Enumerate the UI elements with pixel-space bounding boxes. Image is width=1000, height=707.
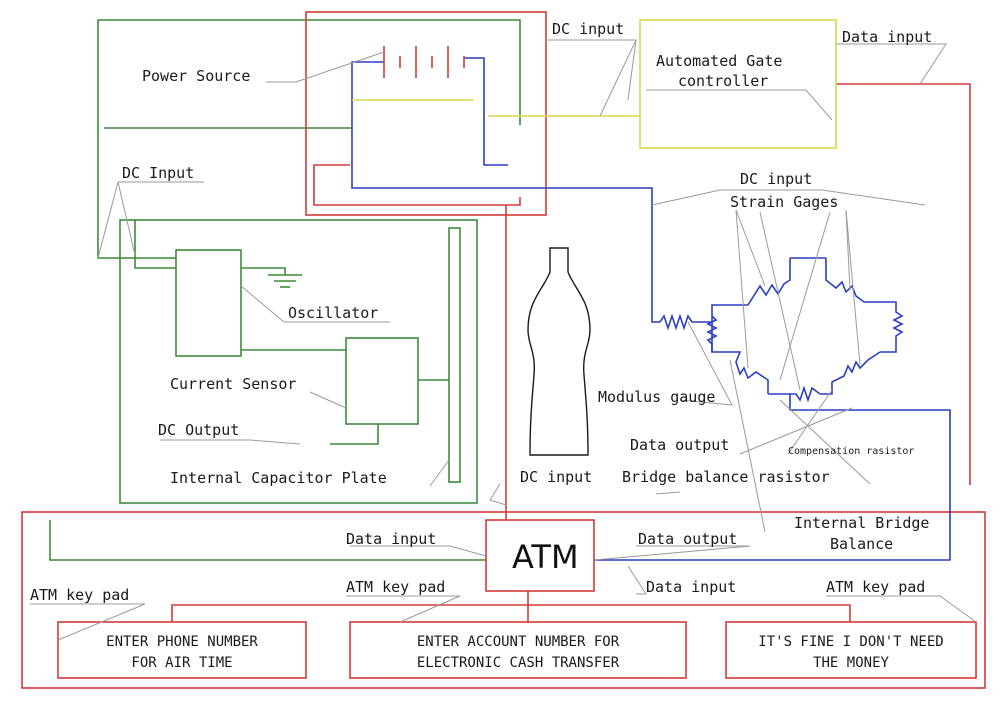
keypad-button-3-line1[interactable]: IT'S FINE I DON'T NEED: [758, 634, 943, 650]
label-dc-input-right: DC input: [740, 170, 812, 188]
green-wire-dc-output: [330, 424, 379, 445]
green-wire-top: [97, 19, 521, 259]
label-gate-controller-1: Automated Gate: [656, 52, 782, 70]
label-atm-key-pad-3: ATM key pad: [826, 578, 925, 596]
label-dc-input-bottom: DC input: [520, 468, 592, 486]
bridge-input-resistor: [659, 313, 712, 331]
keypad-button-1-line1[interactable]: ENTER PHONE NUMBER: [106, 634, 258, 650]
blue-wire-power-left: [351, 61, 660, 323]
green-circuit: [49, 19, 521, 561]
modulus-gauge-bottle: [527, 247, 591, 456]
bridge-lower-left-arm: [711, 322, 769, 394]
label-data-input-right: Data input: [646, 578, 736, 596]
bridge-upper-right-arm: [825, 258, 904, 353]
keypad-button-phone-airtime[interactable]: ENTER PHONE NUMBER FOR AIR TIME: [106, 634, 258, 671]
atm-enclosure: [21, 511, 986, 689]
red-wire-power-internal: [313, 164, 521, 206]
battery-icon: [383, 46, 465, 78]
internal-capacitor-plate: [448, 227, 461, 483]
label-compensation-resistor: Compensation rasistor: [788, 446, 914, 457]
keypad-buttons: ENTER PHONE NUMBER FOR AIR TIME ENTER AC…: [106, 634, 944, 671]
label-atm-key-pad-1: ATM key pad: [30, 586, 129, 604]
label-dc-input-left: DC Input: [122, 164, 194, 182]
label-oscillator: Oscillator: [288, 304, 378, 322]
ground-icon: [241, 267, 302, 288]
labels: Power Source DC input Automated Gate con…: [30, 20, 932, 604]
label-dc-output: DC Output: [158, 421, 239, 439]
label-data-input-top: Data input: [842, 28, 932, 46]
label-internal-bridge-2: Balance: [830, 535, 893, 553]
oscillator-box: [175, 249, 242, 357]
label-bridge-balance-resistor: Bridge balance rasistor: [622, 468, 830, 486]
label-data-output-mid: Data output: [630, 436, 729, 454]
label-power-source: Power Source: [142, 67, 250, 85]
label-data-input-left: Data input: [346, 530, 436, 548]
label-internal-bridge-1: Internal Bridge: [794, 514, 929, 532]
keypad-button-2-line1[interactable]: ENTER ACCOUNT NUMBER FOR: [417, 634, 620, 650]
red-circuit: [21, 11, 986, 689]
gate-controller-box: [639, 19, 837, 149]
yellow-circuit: [352, 19, 837, 149]
red-wire-keypad-bus: [171, 591, 529, 622]
bridge-upper-left-arm: [711, 258, 791, 322]
keypad-button-3-line2[interactable]: THE MONEY: [813, 655, 889, 671]
keypad-button-1-line2[interactable]: FOR AIR TIME: [131, 655, 232, 671]
green-wire-osc-in: [134, 220, 176, 269]
current-sensor-box: [345, 337, 419, 425]
keypad-button-account-transfer[interactable]: ENTER ACCOUNT NUMBER FOR ELECTRONIC CASH…: [417, 634, 620, 671]
bridge-lower-right-arm: [820, 351, 881, 395]
keypad-button-2-line2[interactable]: ELECTRONIC CASH TRANSFER: [417, 655, 620, 671]
power-source-box: [305, 11, 547, 216]
keypad-button-1-box: [57, 621, 307, 679]
bridge-bottom: [768, 385, 821, 403]
label-modulus-gauge: Modulus gauge: [598, 388, 715, 406]
keypad-button-2-box: [349, 621, 687, 679]
label-gate-controller-2: controller: [678, 72, 768, 90]
label-atm-key-pad-2: ATM key pad: [346, 578, 445, 596]
keypad-button-no-money[interactable]: IT'S FINE I DON'T NEED THE MONEY: [758, 634, 943, 671]
bridge-left-resistor: [706, 315, 718, 352]
label-atm: ATM: [512, 538, 579, 576]
label-dc-input-top: DC input: [552, 20, 624, 38]
label-internal-capacitor-plate: Internal Capacitor Plate: [170, 469, 387, 487]
capacitor-enclosure: [119, 219, 478, 504]
blue-wire-bridge-to-atm: [594, 394, 951, 561]
red-wire-keypad-right: [528, 604, 851, 622]
label-current-sensor: Current Sensor: [170, 375, 296, 393]
green-wire-to-atm: [49, 520, 486, 561]
label-data-output-right: Data output: [638, 530, 737, 548]
red-wire-data-input-right: [836, 83, 971, 485]
blue-wire-power-right: [464, 57, 508, 166]
keypad-button-3-box: [725, 621, 977, 679]
label-strain-gages: Strain Gages: [730, 193, 838, 211]
blue-circuit: [351, 57, 951, 561]
leader-lines: [30, 39, 977, 641]
